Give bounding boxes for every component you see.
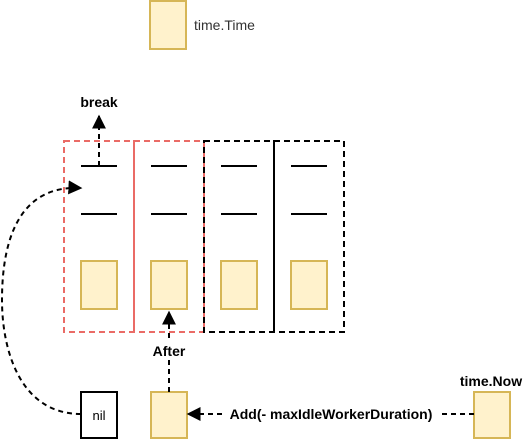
slot-2-time-box — [150, 260, 188, 310]
legend-time-box — [149, 0, 187, 50]
slot-1-time-box — [80, 260, 118, 310]
now-time-box — [473, 391, 511, 439]
cutoff-time-box — [150, 391, 188, 439]
slot-3-time-box — [220, 260, 258, 310]
add-label-bg — [222, 404, 440, 424]
after-label-bg — [148, 342, 190, 360]
legend-label: time.Time — [194, 17, 255, 33]
slot-2 — [133, 140, 205, 333]
slot-4 — [273, 140, 345, 333]
slot-1 — [63, 140, 135, 333]
nil-loop-arrow — [0, 180, 83, 415]
add-label: Add(- maxIdleWorkerDuration) — [230, 406, 433, 422]
break-label: break — [80, 94, 118, 110]
after-label: After — [153, 343, 186, 359]
slot-3 — [203, 140, 275, 333]
nil-box — [80, 391, 118, 439]
nil-label: nil — [92, 408, 105, 423]
now-label: time.Now — [460, 373, 522, 389]
slot-4-time-box — [290, 260, 328, 310]
